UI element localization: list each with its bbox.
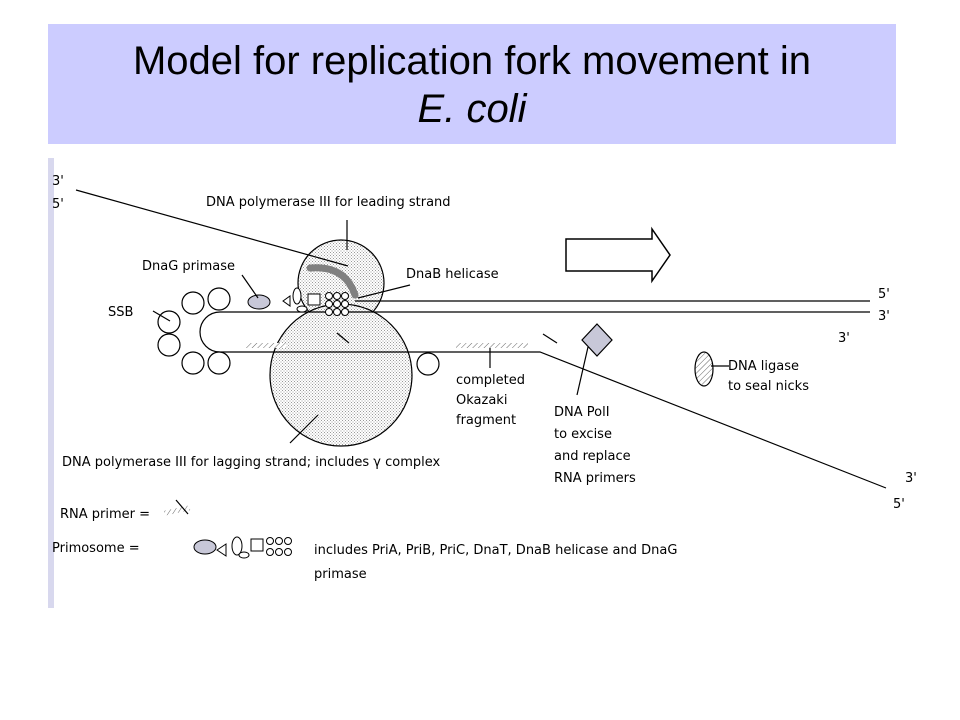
rna-primer-mark bbox=[456, 343, 528, 348]
legend-primosome-label: Primosome = bbox=[52, 541, 140, 556]
dnat-icon bbox=[307, 293, 321, 306]
title-line-2: E. coli bbox=[417, 87, 527, 131]
pol3-lagging-circle bbox=[269, 303, 413, 447]
ssb-label: SSB bbox=[108, 305, 133, 320]
legend-primosome-desc: primase bbox=[314, 567, 367, 582]
label-3prime: 3' bbox=[878, 309, 890, 324]
pol1-label-line: and replace bbox=[554, 449, 631, 464]
label-5prime: 5' bbox=[893, 497, 905, 512]
dnab-helicase-icon bbox=[325, 292, 349, 316]
pol1-label-line: RNA primers bbox=[554, 471, 636, 486]
dna-ligase-icon bbox=[694, 351, 714, 387]
label-5prime: 5' bbox=[52, 197, 64, 212]
ligase-label-line: DNA ligase bbox=[728, 359, 799, 374]
dnag-primase-label: DnaG primase bbox=[142, 259, 235, 274]
title-line-1: Model for replication fork movement in bbox=[132, 39, 812, 83]
label-5prime: 5' bbox=[878, 287, 890, 302]
ligase-label-line: to seal nicks bbox=[728, 379, 809, 394]
okazaki-label-line: Okazaki bbox=[456, 393, 507, 408]
leading-synthesis-arrow bbox=[306, 264, 359, 299]
left-margin-bar bbox=[48, 158, 54, 608]
slide-title: Model for replication fork movement in E… bbox=[48, 24, 896, 144]
label-3prime: 3' bbox=[838, 331, 850, 346]
pria-icon bbox=[282, 295, 291, 307]
dnag-primase-icon bbox=[247, 294, 271, 310]
parental-strand-upper bbox=[75, 189, 349, 267]
fork-direction-arrow bbox=[565, 226, 671, 284]
ssb-proteins bbox=[157, 287, 440, 376]
legend-primosome-desc: includes PriA, PriB, PriC, DnaT, DnaB he… bbox=[314, 543, 677, 558]
dnab-helicase-label: DnaB helicase bbox=[406, 267, 499, 282]
pol3-lagging-label: DNA polymerase III for lagging strand; i… bbox=[62, 455, 441, 470]
leader-lines bbox=[152, 220, 729, 444]
okazaki-label-line: completed bbox=[456, 373, 525, 388]
okazaki-label-line: fragment bbox=[456, 413, 516, 428]
rna-primer-mark bbox=[246, 343, 286, 348]
pol3-leading-label: DNA polymerase III for leading strand bbox=[206, 195, 451, 210]
dna-pol1-icon bbox=[581, 323, 613, 357]
pol1-label-line: DNA PolI bbox=[554, 405, 610, 420]
pric-icon bbox=[296, 305, 308, 313]
legend-rna-primer-label: RNA primer = bbox=[60, 507, 150, 522]
prib-icon bbox=[292, 287, 302, 305]
legend-rna-primer-tick bbox=[175, 499, 189, 515]
pol1-label-line: to excise bbox=[554, 427, 612, 442]
label-3prime: 3' bbox=[52, 174, 64, 189]
label-3prime: 3' bbox=[905, 471, 917, 486]
legend-rna-primer-mark bbox=[163, 505, 191, 516]
legend-primosome-icon bbox=[193, 536, 292, 559]
